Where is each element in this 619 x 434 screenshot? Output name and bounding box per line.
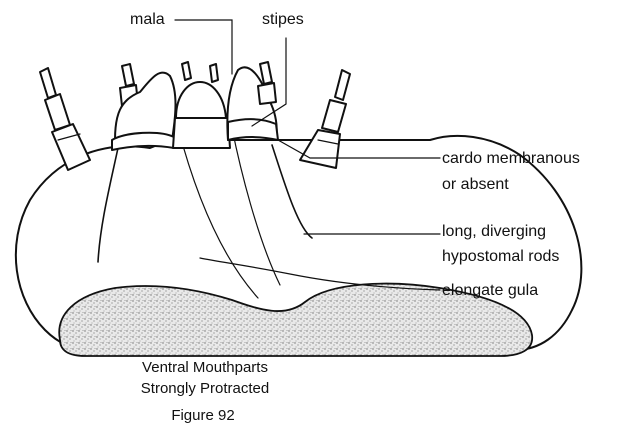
- antenna-left: [40, 68, 90, 170]
- label-cardo-line2: or absent: [442, 176, 509, 193]
- mala-left: [115, 73, 176, 140]
- label-mala: mala: [130, 11, 165, 28]
- stipes-right: [228, 119, 278, 140]
- label-rods: long, diverging: [442, 223, 546, 240]
- caption-line1: Ventral Mouthparts: [142, 359, 268, 376]
- caption-line2: Strongly Protracted: [141, 380, 269, 397]
- label-rods-line2: hypostomal rods: [442, 248, 559, 265]
- caption-figure-number: Figure 92: [171, 407, 234, 424]
- label-cardo: cardo membranous: [442, 150, 580, 167]
- label-gula: elongate gula: [442, 282, 538, 299]
- labium: [173, 62, 230, 148]
- label-stipes: stipes: [262, 11, 304, 28]
